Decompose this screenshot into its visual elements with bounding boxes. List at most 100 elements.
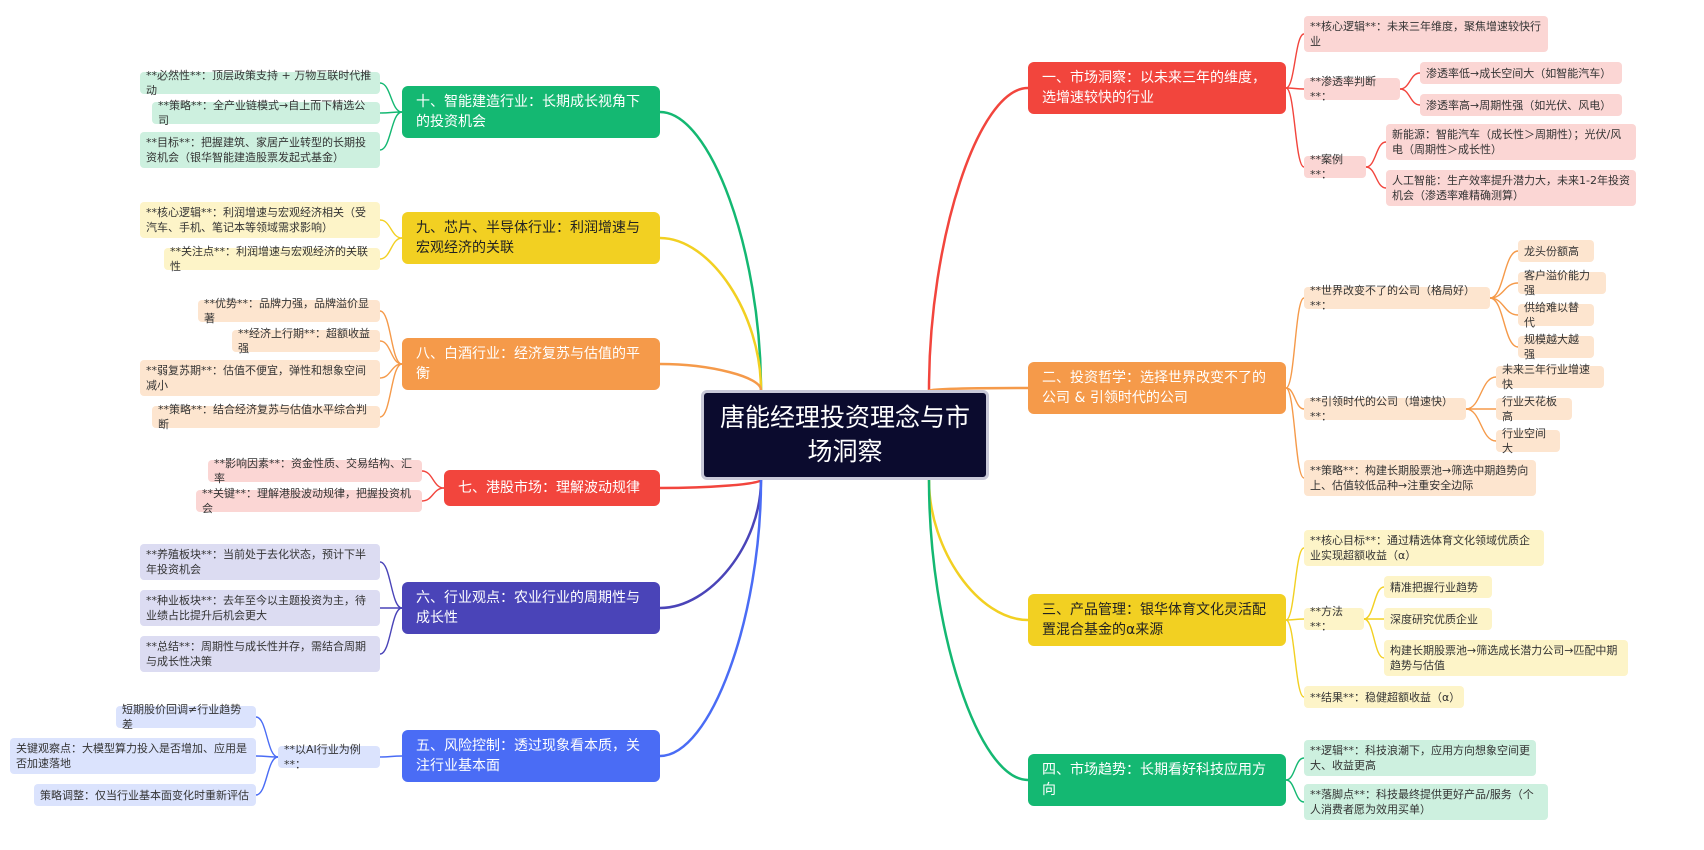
leaf-case[interactable]: **案例**：: [1304, 153, 1366, 181]
child-link: [421, 470, 445, 489]
central-topic[interactable]: 唐能经理投资理念与市场洞察: [701, 390, 989, 480]
leaf-stock-pool[interactable]: 构建长期股票池→筛选成长潜力公司→匹配中期趋势与估值: [1384, 640, 1628, 676]
child-link: [379, 111, 403, 151]
child-link: [1285, 87, 1305, 168]
leaf-fast-growth[interactable]: 未来三年行业增速快: [1496, 363, 1604, 391]
child-link: [379, 755, 403, 758]
child-link: [1285, 757, 1305, 781]
branch-link: [927, 386, 1029, 392]
leaf-strategy-construction[interactable]: **策略**：全产业链模式→自上而下精选公司: [152, 99, 380, 127]
child-link: [1285, 618, 1305, 621]
branch-investment-philosophy[interactable]: 二、投资哲学：选择世界改变不了的公司 & 引领时代的公司: [1028, 362, 1286, 414]
child-link: [379, 310, 403, 365]
branch-market-trend[interactable]: 四、市场趋势：长期看好科技应用方向: [1028, 754, 1286, 806]
leaf-goal-construction[interactable]: **目标**：把握建筑、家居产业转型的长期投资机会（银华智能建造股票发起式基金）: [140, 132, 380, 168]
leaf-era-leader[interactable]: **引领时代的公司（增速快）**：: [1304, 395, 1466, 423]
child-link: [379, 219, 403, 239]
leaf-core-logic[interactable]: **核心逻辑**：未来三年维度，聚焦增速较快行业: [1304, 16, 1548, 52]
child-link: [379, 363, 403, 418]
child-link: [1365, 141, 1387, 168]
child-link: [1489, 282, 1519, 299]
branch-link: [659, 236, 763, 391]
branch-agriculture[interactable]: 六、行业观点：农业行业的周期性与成长性: [402, 582, 660, 634]
branch-link: [659, 110, 763, 391]
child-link: [1285, 547, 1305, 621]
leaf-core-goal[interactable]: **核心目标**：通过精选体育文化领域优质企业实现超额收益（α）: [1304, 530, 1544, 566]
child-link: [1285, 619, 1305, 698]
branch-smart-construction[interactable]: 十、智能建造行业：长期成长视角下的投资机会: [402, 86, 660, 138]
child-link: [1399, 88, 1421, 106]
child-link: [379, 340, 403, 365]
leaf-core-logic-chip[interactable]: **核心逻辑**：利润增速与宏观经济相关（受汽车、手机、笔记本等领域需求影响）: [140, 202, 380, 238]
branch-link: [659, 479, 763, 610]
leaf-ai-example[interactable]: **以AI行业为例**：: [278, 743, 380, 771]
child-link: [1489, 297, 1519, 348]
leaf-landing-point[interactable]: **落脚点**：科技最终提供更好产品/服务（个人消费者愿为效用买单）: [1304, 784, 1548, 820]
child-link: [1363, 586, 1385, 620]
leaf-scale-stronger[interactable]: 规模越大越强: [1518, 333, 1594, 361]
branch-link: [659, 362, 763, 391]
leaf-breeding[interactable]: **养殖板块**：当前处于去化状态，预计下半年投资机会: [140, 544, 380, 580]
leaf-logic[interactable]: **逻辑**：科技浪潮下，应用方向想象空间更大、收益更高: [1304, 740, 1536, 776]
child-link: [1285, 297, 1305, 389]
leaf-short-term[interactable]: 短期股价回调≠行业趋势差: [116, 703, 256, 731]
branch-link: [927, 479, 1029, 622]
leaf-key[interactable]: **关键**：理解港股波动规律，把握投资机会: [196, 487, 422, 515]
leaf-result[interactable]: **结果**：稳健超额收益（α）: [1304, 686, 1464, 708]
leaf-penetration[interactable]: **渗透率判断**：: [1304, 75, 1400, 103]
branch-semiconductor[interactable]: 九、芯片、半导体行业：利润增速与宏观经济的关联: [402, 212, 660, 264]
branch-link: [659, 479, 763, 758]
leaf-case-ai[interactable]: 人工智能：生产效率提升潜力大，未来1-2年投资机会（渗透率难精确测算）: [1386, 170, 1636, 206]
branch-product-management[interactable]: 三、产品管理：银华体育文化灵活配置混合基金的α来源: [1028, 594, 1286, 646]
child-link: [1363, 618, 1385, 659]
branch-risk-control[interactable]: 五、风险控制：透过现象看本质，关注行业基本面: [402, 730, 660, 782]
branch-hk-market[interactable]: 七、港股市场：理解波动规律: [444, 470, 660, 506]
child-link: [1365, 166, 1387, 189]
child-link: [255, 716, 279, 758]
branch-link: [927, 479, 1029, 782]
leaf-penetration-low[interactable]: 渗透率低→成长空间大（如智能汽车）: [1420, 62, 1622, 84]
child-link: [421, 487, 445, 502]
leaf-strategy-baijiu[interactable]: **策略**：结合经济复苏与估值水平综合判断: [152, 403, 380, 431]
leaf-upturn[interactable]: **经济上行期**：超额收益强: [232, 327, 380, 355]
child-link: [1285, 87, 1305, 90]
branch-link: [659, 478, 763, 490]
leaf-summary[interactable]: **总结**：周期性与成长性并存，需结合周期与成长性决策: [140, 636, 380, 672]
leaf-inevitability[interactable]: **必然性**：顶层政策支持 + 万物互联时代推动: [140, 69, 380, 97]
child-link: [255, 756, 279, 796]
child-link: [1465, 376, 1497, 410]
leaf-weak-recovery[interactable]: **弱复苏期**：估值不便宜，弹性和想象空间减小: [140, 360, 380, 396]
child-link: [379, 237, 403, 260]
child-link: [1285, 33, 1305, 89]
leaf-strategy[interactable]: **策略**：构建长期股票池→筛选中期趋势向上、估值较低品种→注重安全边际: [1304, 460, 1536, 496]
child-link: [1399, 72, 1421, 90]
leaf-high-ceiling[interactable]: 行业天花板高: [1496, 395, 1572, 423]
child-link: [379, 561, 403, 609]
leaf-penetration-high[interactable]: 渗透率高→周期性强（如光伏、风电）: [1420, 94, 1622, 116]
leaf-leader-share[interactable]: 龙头份额高: [1518, 240, 1594, 262]
child-link: [1489, 250, 1519, 299]
child-link: [1285, 779, 1305, 803]
child-link: [379, 607, 403, 655]
child-link: [1285, 387, 1305, 479]
leaf-pricing-power[interactable]: 客户溢价能力强: [1518, 269, 1606, 297]
leaf-case-new-energy[interactable]: 新能源：智能汽车（成长性＞周期性）；光伏/风电（周期性＞成长性）: [1386, 124, 1636, 160]
branch-link: [927, 86, 1029, 391]
leaf-world-unchangeable[interactable]: **世界改变不了的公司（格局好）**：: [1304, 284, 1490, 312]
leaf-factors[interactable]: **影响因素**：资金性质、交易结构、汇率: [208, 457, 422, 485]
leaf-seed[interactable]: **种业板块**：去年至今以主题投资为主，待业绩占比提升后机会更大: [140, 590, 380, 626]
leaf-advantage[interactable]: **优势**：品牌力强，品牌溢价显著: [198, 297, 380, 325]
leaf-method[interactable]: **方法**：: [1304, 605, 1364, 633]
leaf-supply-irreplaceable[interactable]: 供给难以替代: [1518, 301, 1594, 329]
leaf-trend[interactable]: 精准把握行业趋势: [1384, 576, 1492, 598]
leaf-deep-research[interactable]: 深度研究优质企业: [1384, 608, 1492, 630]
leaf-large-space[interactable]: 行业空间大: [1496, 427, 1560, 455]
leaf-focus-chip[interactable]: **关注点**：利润增速与宏观经济的关联性: [164, 245, 380, 273]
child-link: [1465, 408, 1497, 442]
branch-market-insight[interactable]: 一、市场洞察：以未来三年的维度，选增速较快的行业: [1028, 62, 1286, 114]
leaf-strategy-adjust[interactable]: 策略调整：仅当行业基本面变化时重新评估: [34, 784, 256, 806]
child-link: [379, 82, 403, 113]
leaf-key-observation[interactable]: 关键观察点：大模型算力投入是否增加、应用是否加速落地: [10, 738, 256, 774]
branch-baijiu[interactable]: 八、白酒行业：经济复苏与估值的平衡: [402, 338, 660, 390]
